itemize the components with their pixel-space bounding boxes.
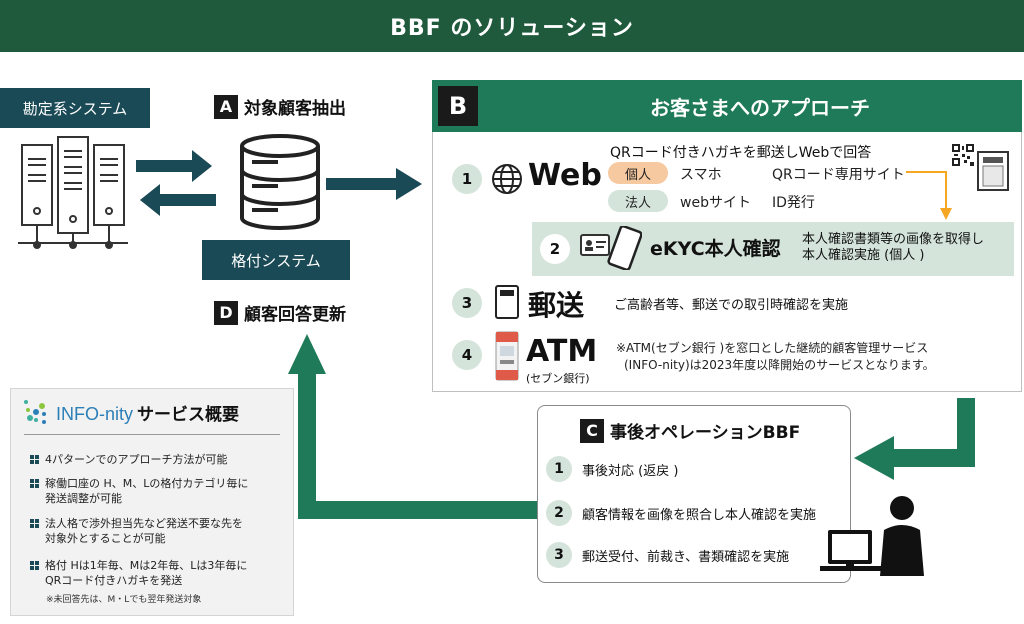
- operation-item-number: 3: [546, 542, 572, 568]
- atm-label: ATM: [526, 334, 598, 369]
- operation-item-text: 事後対応 (返戻 ): [582, 463, 679, 479]
- info-divider: [24, 434, 280, 435]
- corporate-value: webサイト: [680, 195, 751, 211]
- operation-item-number: 2: [546, 500, 572, 526]
- mail-description: ご高齢者等、郵送での取引時確認を実施: [614, 298, 849, 313]
- atm-number: 4: [452, 340, 482, 370]
- operation-item: 3 郵送受付、前裁き、書類確認を実施: [546, 542, 789, 568]
- smartphone-icon: [607, 226, 642, 270]
- kakuzuke-system-label: 格付システム: [202, 240, 350, 280]
- atm-sublabel: (セブン銀行): [526, 372, 590, 385]
- bullet-icon: [30, 479, 39, 488]
- web-description: QRコード付きハガキを郵送しWebで回答: [610, 145, 872, 161]
- envelope-icon: [495, 285, 519, 319]
- arrow-to-approach-icon: [326, 168, 422, 200]
- ekyc-desc-line1: 本人確認書類等の画像を取得し: [802, 232, 985, 247]
- mail-number: 3: [452, 288, 482, 318]
- operation-item: 1 事後対応 (返戻 ): [546, 456, 678, 482]
- kanjo-system-label: 勘定系システム: [0, 88, 150, 128]
- step-d-badge: D: [214, 300, 238, 325]
- return-arrow-icon: [288, 334, 538, 519]
- ekyc-description: 本人確認書類等の画像を取得し 本人確認実施 (個人 ): [802, 232, 984, 264]
- atm-note: ※ATM(セブン銀行 )を窓口とした継続的顧客管理サービス (INFO-nity…: [616, 340, 935, 374]
- page-title: BBF のソリューション: [390, 16, 634, 41]
- database-icon: [240, 134, 320, 230]
- orange-arrow-icon: [906, 171, 952, 220]
- bullet-icon: [30, 561, 39, 570]
- info-item: 4パターンでのアプローチ方法が可能: [30, 452, 227, 467]
- atm-note-line1: ※ATM(セブン銀行 )を窓口とした継続的顧客管理サービス: [616, 341, 929, 355]
- info-item-line: 稼働口座の H、M、Lの格付カテゴリ毎に: [45, 477, 249, 490]
- info-item-line: 対象外とすることが可能: [45, 532, 166, 545]
- individual-value: スマホ: [680, 167, 722, 183]
- page-header: BBF のソリューション: [0, 0, 1024, 52]
- arrow-to-operation-icon: [854, 398, 975, 480]
- step-d-title: D 顧客回答更新: [214, 300, 346, 325]
- step-a-label: 対象顧客抽出: [244, 99, 346, 119]
- operation-item-number: 1: [546, 456, 572, 482]
- bullet-icon: [30, 455, 39, 464]
- mail-label: 郵送: [528, 289, 585, 322]
- info-item-line: 4パターンでのアプローチ方法が可能: [45, 453, 228, 466]
- step-a-title: A 対象顧客抽出: [214, 94, 346, 119]
- qr-code-icon: [952, 144, 974, 166]
- web-number: 1: [452, 164, 482, 194]
- web-label: Web: [528, 158, 602, 193]
- ekyc-label: eKYC本人確認: [650, 238, 781, 260]
- operation-item: 2 顧客情報を画像を照合し本人確認を実施: [546, 500, 816, 526]
- bullet-icon: [30, 519, 39, 528]
- ekyc-desc-line2: 本人確認実施 (個人 ): [802, 248, 925, 263]
- operator-icon: [820, 496, 924, 576]
- step-c-badge: C: [580, 418, 604, 443]
- info-footnote: ※未回答先は、M・Lでも翌年発送対象: [46, 595, 202, 605]
- info-nity-title: INFO-nity サービス概要: [56, 400, 239, 425]
- info-item-line: QRコード付きハガキを発送: [45, 574, 183, 587]
- step-c-label: 事後オペレーションBBF: [610, 423, 801, 443]
- info-nity-box: [10, 388, 294, 616]
- id-card-icon: [580, 234, 610, 256]
- info-item-line: 発送調整が可能: [45, 492, 122, 505]
- step-b-badge: B: [438, 86, 478, 126]
- kanjo-system-text: 勘定系システム: [22, 99, 128, 118]
- info-item-line: 法人格で渉外担当先など発送不要な先を: [45, 517, 243, 530]
- ekyc-number: 2: [540, 234, 570, 264]
- server-icon: [18, 136, 128, 249]
- atm-icon: [495, 331, 519, 381]
- info-nity-logo-icon: [24, 400, 46, 424]
- step-a-badge: A: [214, 94, 238, 119]
- operation-item-text: 顧客情報を画像を照合し本人確認を実施: [582, 507, 817, 523]
- info-nity-title-suffix: サービス概要: [137, 405, 240, 425]
- kakuzuke-system-text: 格付システム: [231, 251, 321, 270]
- approach-panel-header: [432, 80, 1022, 132]
- individual-extra: QRコード専用サイト: [772, 167, 905, 183]
- info-item: 格付 Hは1年毎、Mは2年毎、Lは3年毎に QRコード付きハガキを発送: [30, 558, 247, 588]
- step-d-label: 顧客回答更新: [244, 305, 346, 325]
- globe-icon: [492, 164, 522, 194]
- postcard-icon: [977, 151, 1009, 191]
- step-c-title: C 事後オペレーションBBF: [580, 418, 800, 443]
- sync-arrows-icon: [136, 150, 216, 216]
- info-item: 法人格で渉外担当先など発送不要な先を 対象外とすることが可能: [30, 516, 243, 546]
- info-item: 稼働口座の H、M、Lの格付カテゴリ毎に 発送調整が可能: [30, 476, 248, 506]
- approach-panel-title: お客さまへのアプローチ: [650, 95, 870, 120]
- corporate-extra: ID発行: [772, 195, 815, 211]
- operation-item-text: 郵送受付、前裁き、書類確認を実施: [582, 549, 790, 565]
- info-nity-logo-text: INFO-nity: [56, 404, 134, 424]
- individual-tag: 個人: [608, 162, 668, 184]
- atm-note-line2: (INFO-nity)は2023年度以降開始のサービスとなります。: [624, 358, 935, 372]
- info-item-line: 格付 Hは1年毎、Mは2年毎、Lは3年毎に: [45, 559, 248, 572]
- corporate-tag: 法人: [608, 190, 668, 212]
